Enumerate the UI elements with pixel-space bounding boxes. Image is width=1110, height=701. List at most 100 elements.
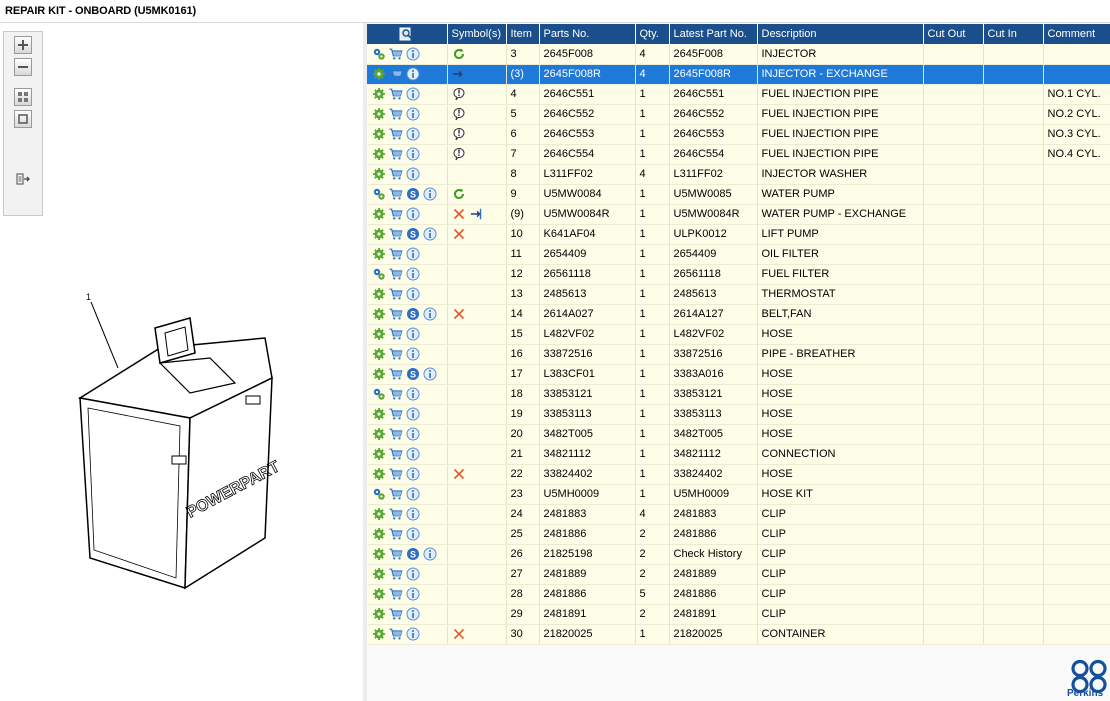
info-icon[interactable] bbox=[406, 207, 420, 221]
cross-icon[interactable] bbox=[452, 467, 466, 481]
note-icon[interactable] bbox=[452, 107, 466, 121]
gears-icon[interactable] bbox=[372, 487, 386, 501]
cart-icon[interactable] bbox=[389, 467, 403, 481]
actual-size-button[interactable] bbox=[14, 110, 32, 128]
cart-icon[interactable] bbox=[389, 607, 403, 621]
cart-icon[interactable] bbox=[389, 167, 403, 181]
cross-icon[interactable] bbox=[452, 627, 466, 641]
exchange-icon[interactable] bbox=[470, 207, 484, 221]
gears-icon[interactable] bbox=[372, 387, 386, 401]
gear-icon[interactable] bbox=[372, 307, 386, 321]
info-icon[interactable] bbox=[406, 167, 420, 181]
info-icon[interactable] bbox=[406, 127, 420, 141]
cart-icon[interactable] bbox=[389, 47, 403, 61]
info-icon[interactable] bbox=[406, 267, 420, 281]
exchange-icon[interactable] bbox=[452, 67, 466, 81]
cart-icon[interactable] bbox=[389, 207, 403, 221]
note-icon[interactable] bbox=[452, 147, 466, 161]
info-icon[interactable] bbox=[406, 387, 420, 401]
cart-icon[interactable] bbox=[389, 147, 403, 161]
gear-icon[interactable] bbox=[372, 67, 386, 81]
info-icon[interactable] bbox=[406, 327, 420, 341]
column-header-parts-no[interactable]: Parts No. bbox=[539, 24, 636, 44]
cart-icon[interactable] bbox=[389, 247, 403, 261]
gear-icon[interactable] bbox=[372, 607, 386, 621]
gear-icon[interactable] bbox=[372, 207, 386, 221]
cart-icon[interactable] bbox=[389, 227, 403, 241]
column-header-cut-in[interactable]: Cut In bbox=[983, 24, 1044, 44]
info-icon[interactable] bbox=[423, 307, 437, 321]
pane-splitter[interactable] bbox=[363, 23, 367, 701]
service-icon[interactable]: S bbox=[406, 547, 420, 561]
cart-icon[interactable] bbox=[389, 447, 403, 461]
info-icon[interactable] bbox=[406, 67, 420, 81]
gear-icon[interactable] bbox=[372, 347, 386, 361]
column-header-latest-part[interactable]: Latest Part No. bbox=[669, 24, 758, 44]
cart-icon[interactable] bbox=[389, 327, 403, 341]
info-icon[interactable] bbox=[406, 87, 420, 101]
info-icon[interactable] bbox=[406, 287, 420, 301]
cart-icon[interactable] bbox=[389, 187, 403, 201]
cart-icon[interactable] bbox=[389, 527, 403, 541]
gears-icon[interactable] bbox=[372, 267, 386, 281]
gear-icon[interactable] bbox=[372, 587, 386, 601]
cart-icon[interactable] bbox=[389, 487, 403, 501]
column-header-symbols[interactable]: Symbol(s) bbox=[447, 24, 507, 44]
gear-icon[interactable] bbox=[372, 567, 386, 581]
cart-icon[interactable] bbox=[389, 627, 403, 641]
cart-icon[interactable] bbox=[389, 67, 403, 81]
info-icon[interactable] bbox=[406, 507, 420, 521]
cart-icon[interactable] bbox=[389, 107, 403, 121]
info-icon[interactable] bbox=[406, 247, 420, 261]
illustration-pane[interactable]: 1 POWERPART bbox=[0, 23, 363, 701]
info-icon[interactable] bbox=[423, 367, 437, 381]
info-icon[interactable] bbox=[406, 467, 420, 481]
column-header-search[interactable] bbox=[367, 24, 448, 44]
info-icon[interactable] bbox=[406, 607, 420, 621]
cart-icon[interactable] bbox=[389, 567, 403, 581]
column-header-cut-out[interactable]: Cut Out bbox=[923, 24, 984, 44]
gear-icon[interactable] bbox=[372, 147, 386, 161]
info-icon[interactable] bbox=[406, 567, 420, 581]
gear-icon[interactable] bbox=[372, 287, 386, 301]
gear-icon[interactable] bbox=[372, 127, 386, 141]
info-icon[interactable] bbox=[406, 587, 420, 601]
cart-icon[interactable] bbox=[389, 427, 403, 441]
cart-icon[interactable] bbox=[389, 507, 403, 521]
info-icon[interactable] bbox=[406, 487, 420, 501]
gear-icon[interactable] bbox=[372, 367, 386, 381]
cart-icon[interactable] bbox=[389, 87, 403, 101]
gear-icon[interactable] bbox=[372, 107, 386, 121]
service-icon[interactable]: S bbox=[406, 227, 420, 241]
info-icon[interactable] bbox=[406, 427, 420, 441]
gears-icon[interactable] bbox=[372, 47, 386, 61]
note-icon[interactable] bbox=[452, 87, 466, 101]
gear-icon[interactable] bbox=[372, 87, 386, 101]
fit-page-button[interactable] bbox=[14, 88, 32, 106]
info-icon[interactable] bbox=[406, 627, 420, 641]
cart-icon[interactable] bbox=[389, 287, 403, 301]
gear-icon[interactable] bbox=[372, 507, 386, 521]
export-button[interactable] bbox=[14, 170, 32, 188]
column-header-item[interactable]: Item bbox=[506, 24, 540, 44]
